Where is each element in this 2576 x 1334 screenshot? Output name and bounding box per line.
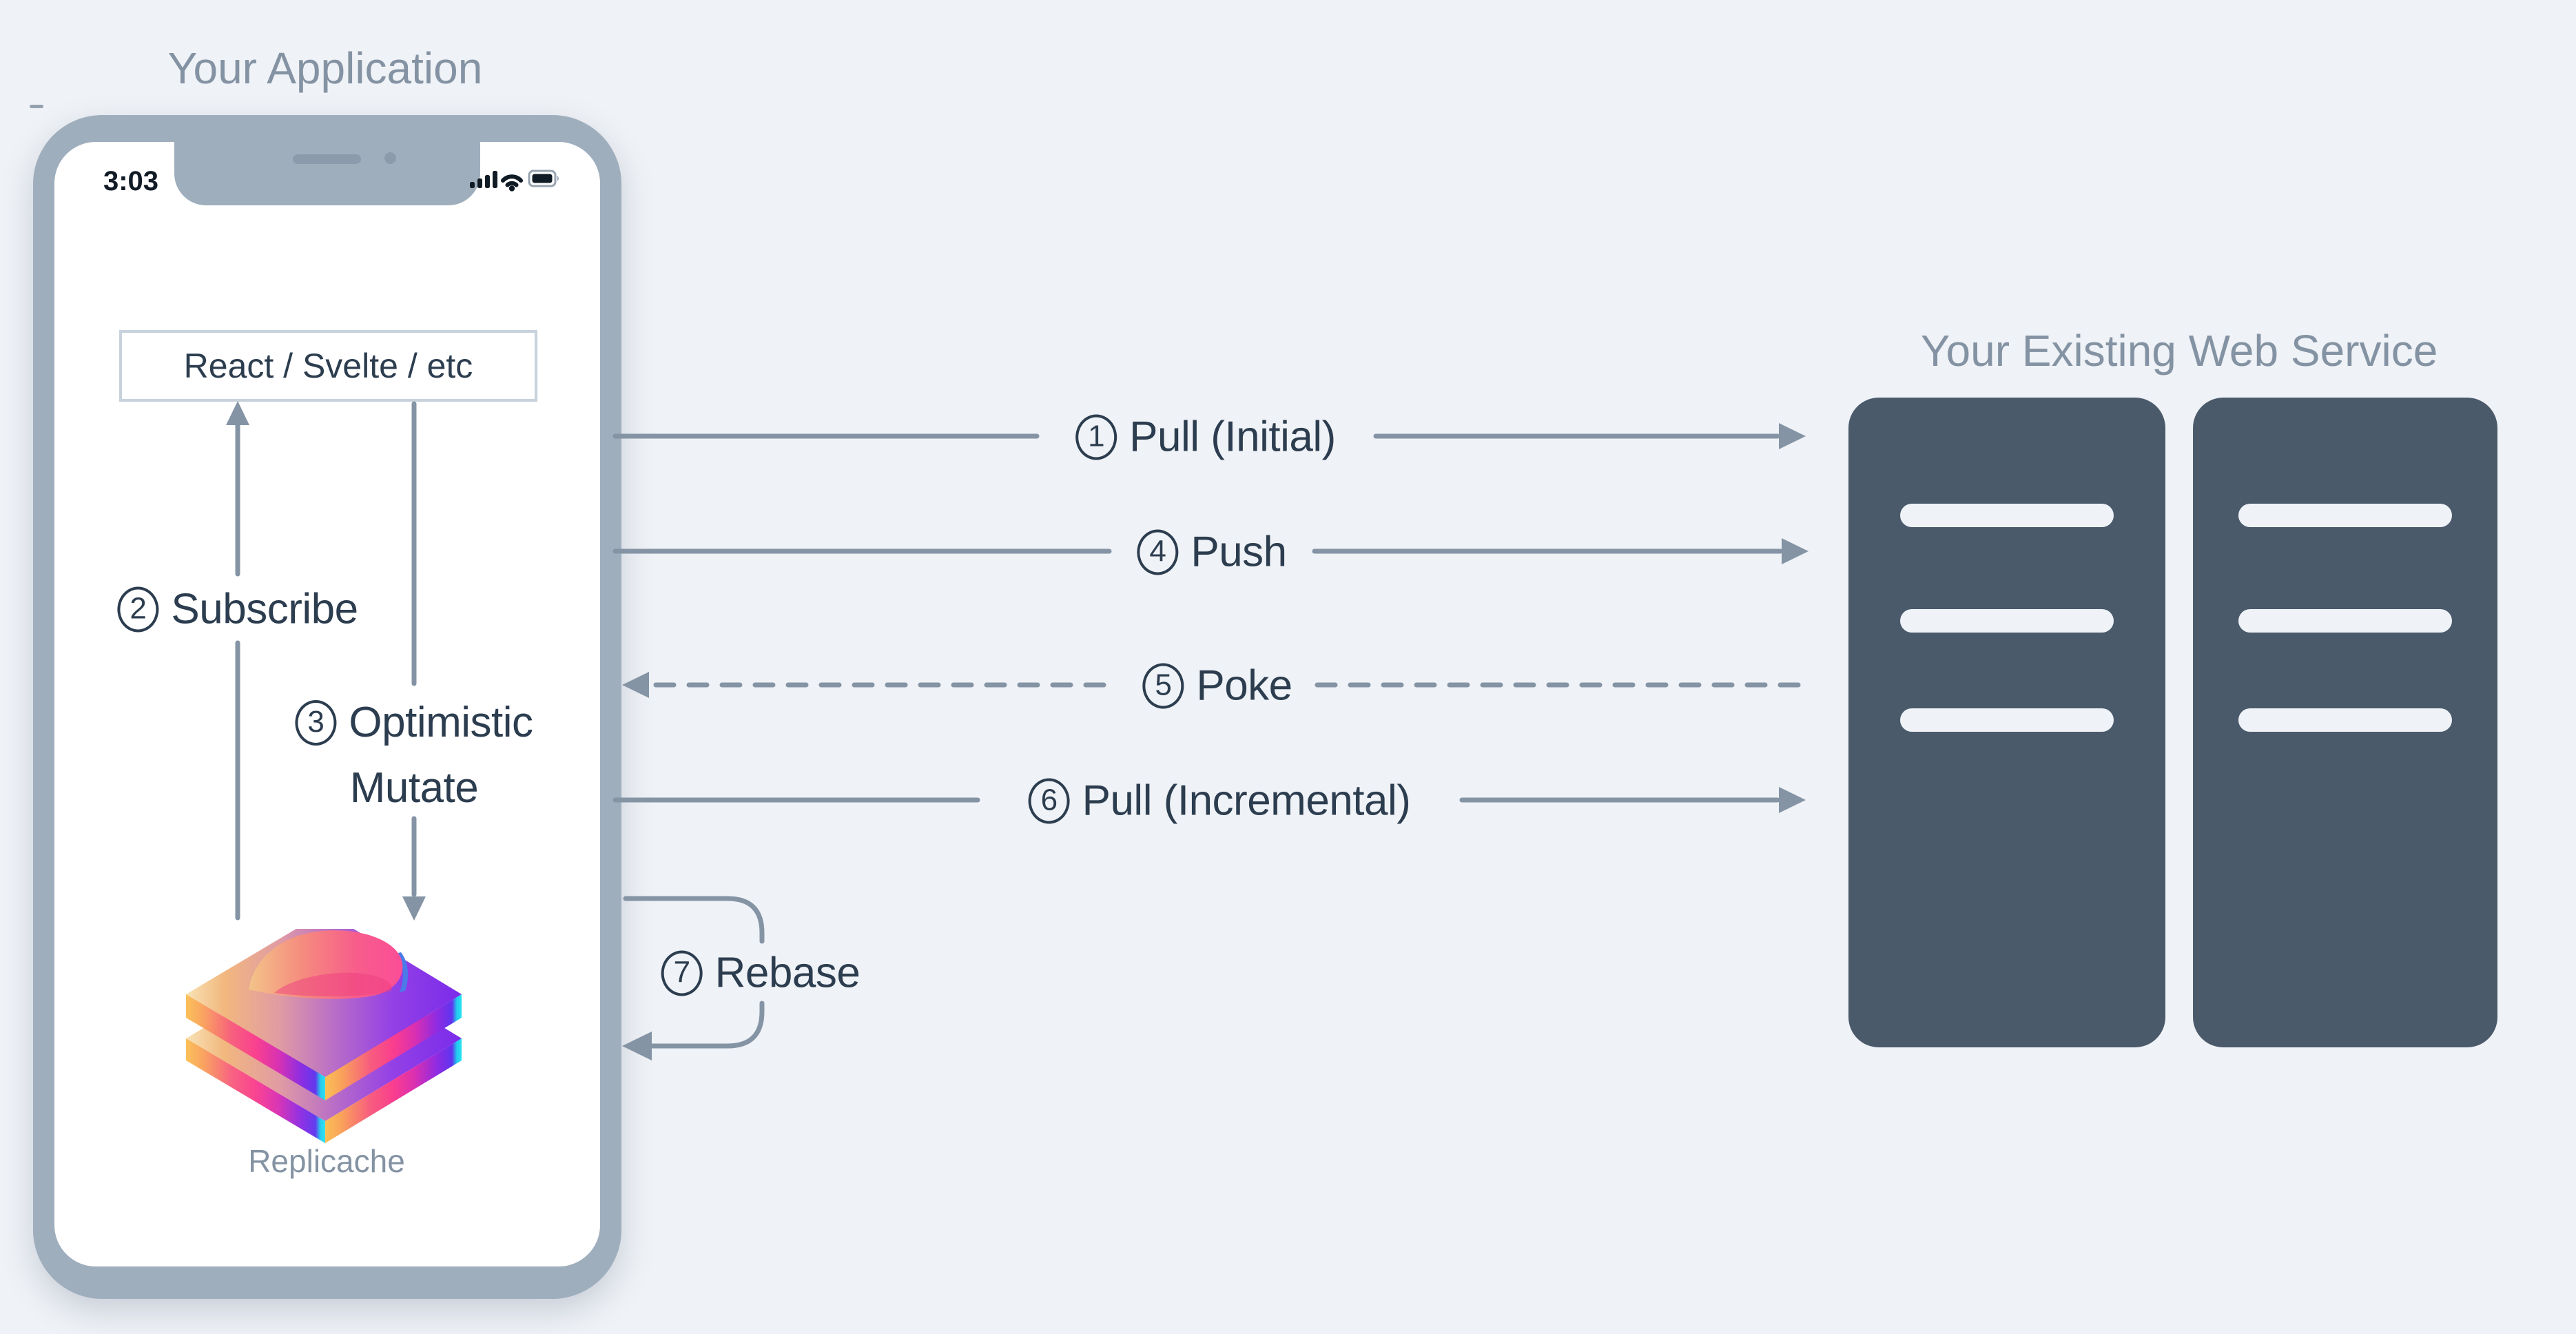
flow-label-rebase: 7 Rebase xyxy=(661,949,861,998)
push-arrowhead xyxy=(1782,538,1809,564)
rebase-arrowhead xyxy=(622,1032,652,1060)
flow-number-3: 3 xyxy=(295,699,337,746)
logo-swoosh xyxy=(249,930,403,999)
mutate-arrowhead xyxy=(402,896,426,921)
replicache-logo xyxy=(186,929,462,1143)
flow-number-2: 2 xyxy=(117,586,159,632)
server-slot xyxy=(1900,609,2114,633)
server-rack-1 xyxy=(1848,398,2165,1047)
framework-box-label: React / Svelte / etc xyxy=(183,347,473,385)
flow-text-pull-incremental: Pull (Incremental) xyxy=(1082,777,1411,825)
rebase-loop-line xyxy=(623,896,765,1049)
flow-label-pull-initial: 1 Pull (Initial) xyxy=(1075,413,1336,462)
server-rack-2 xyxy=(2193,398,2497,1047)
signal-bars-icon xyxy=(470,171,497,188)
flow-label-subscribe: 2 Subscribe xyxy=(117,585,358,634)
pull-incremental-arrowhead xyxy=(1779,787,1806,813)
flow-text-poke: Poke xyxy=(1196,661,1292,710)
server-slot xyxy=(1900,708,2114,732)
flow-text-subscribe: Subscribe xyxy=(171,585,358,633)
phone-speaker-icon xyxy=(293,154,361,164)
battery-icon xyxy=(528,170,559,187)
application-title: Your Application xyxy=(167,43,483,93)
phone-notch xyxy=(174,142,480,205)
server-slot xyxy=(2238,708,2452,732)
flow-number-1: 1 xyxy=(1075,414,1117,460)
flow-number-6: 6 xyxy=(1028,778,1070,823)
flow-text-mutate: Mutate xyxy=(349,764,479,812)
server-slot xyxy=(2238,609,2452,633)
logo-blue-edge xyxy=(395,952,409,992)
flow-text-pull-initial: Pull (Initial) xyxy=(1129,413,1336,461)
server-slot xyxy=(1900,504,2114,527)
status-bar-icons xyxy=(470,170,559,192)
flow-text-push: Push xyxy=(1191,528,1287,576)
status-bar-time: 3:03 xyxy=(103,166,159,196)
flow-label-pull-incremental: 6 Pull (Incremental) xyxy=(1028,777,1411,825)
logo-caption: Replicache xyxy=(248,1143,405,1179)
framework-box: React / Svelte / etc xyxy=(119,330,537,402)
flow-text-optimistic: Optimistic xyxy=(349,699,533,746)
poke-arrowhead xyxy=(622,672,649,698)
phone-camera-icon xyxy=(384,152,396,164)
phone-mockup: 3:03 React / Svelte / etc xyxy=(33,115,621,1299)
subscribe-arrowhead xyxy=(226,401,249,425)
flow-number-5: 5 xyxy=(1142,663,1184,708)
flow-label-push: 4 Push xyxy=(1137,528,1287,577)
server-slot xyxy=(2238,504,2452,527)
pull-initial-arrowhead xyxy=(1779,423,1806,449)
flow-label-poke: 5 Poke xyxy=(1142,661,1292,710)
flow-number-4: 4 xyxy=(1137,529,1179,575)
flow-number-7: 7 xyxy=(661,950,703,996)
flow-text-rebase: Rebase xyxy=(714,949,861,997)
web-service-title: Your Existing Web Service xyxy=(1920,326,2438,376)
flow-label-optimistic-mutate: 3 Optimistic Mutate xyxy=(295,690,533,821)
stray-dash-mark xyxy=(30,105,43,108)
wifi-icon xyxy=(501,174,523,192)
